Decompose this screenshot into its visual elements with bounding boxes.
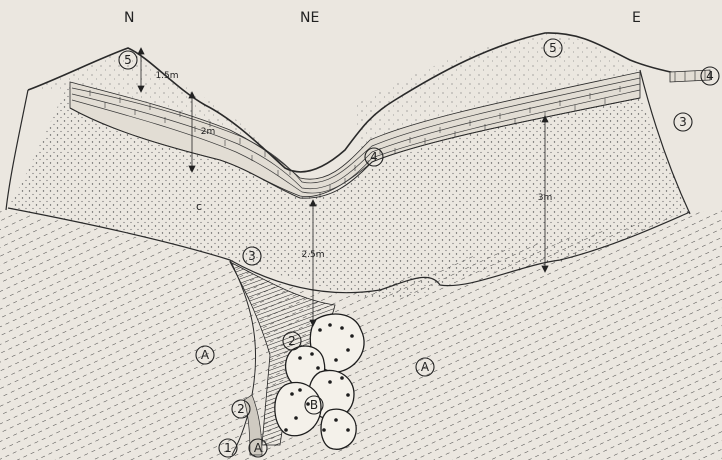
- boulder-b-label: B: [310, 398, 318, 412]
- layer-4-label-right: 4: [706, 69, 714, 83]
- layer-2-label-bottom: 2: [237, 402, 245, 416]
- layer-2-label-top: 2: [288, 334, 296, 348]
- bedrock-a-label-bottom: A: [254, 441, 263, 455]
- measure-label-1: 1.5m: [155, 71, 178, 81]
- compass-e: E: [632, 10, 641, 26]
- layer-1-label: 1: [224, 441, 232, 455]
- measure-label-4: 3m: [538, 193, 553, 203]
- measure-label-2: 2m: [201, 127, 216, 137]
- layer-3-label-right: 3: [679, 115, 687, 129]
- layer-4-label-mid: 4: [370, 150, 378, 164]
- bedrock-a-label-right: A: [421, 360, 430, 374]
- layer-5-label-left: 5: [124, 53, 132, 67]
- bedrock-a-label-left: A: [201, 348, 210, 362]
- measure-label-3: 2.5m: [301, 250, 324, 260]
- compass-n: N: [124, 10, 134, 26]
- layer-5-label-right: 5: [549, 41, 557, 55]
- compass-ne: NE: [300, 10, 319, 26]
- right-outcrop-layer-4: [670, 70, 710, 82]
- small-letter-c: c: [196, 200, 202, 213]
- layer-3-label-left: 3: [248, 249, 256, 263]
